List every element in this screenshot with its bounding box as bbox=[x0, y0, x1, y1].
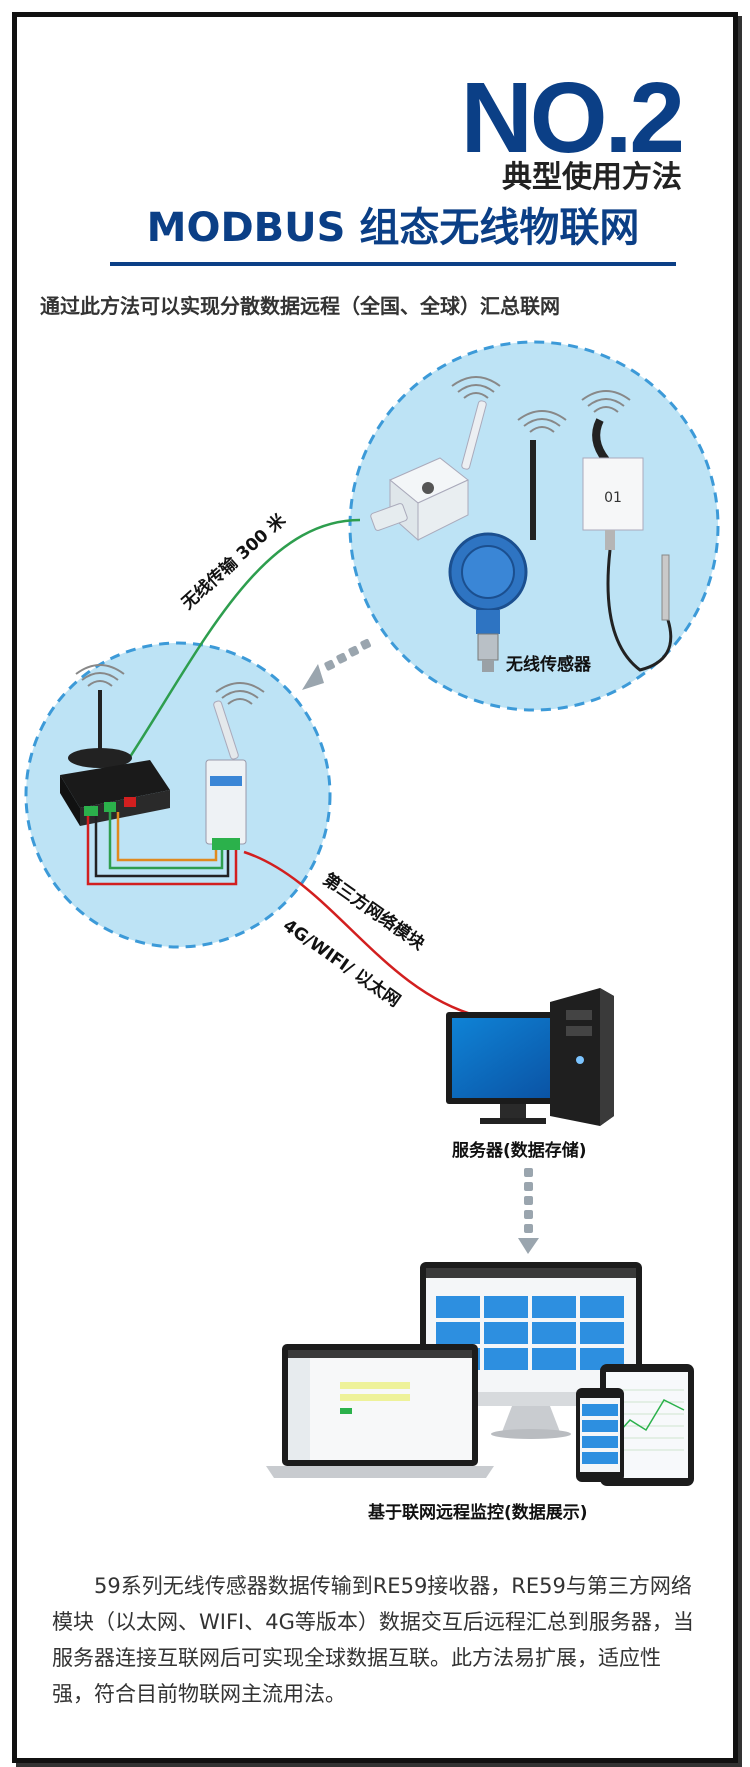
sensor-box-icon: 01 bbox=[582, 418, 673, 672]
pressure-transmitter-icon bbox=[448, 440, 536, 672]
dotted-arrow-icon bbox=[302, 638, 371, 690]
wifi-signal-icon bbox=[581, 390, 631, 413]
laptop-icon bbox=[266, 1344, 494, 1478]
section-number: NO.2 bbox=[460, 62, 685, 174]
description-paragraph: 59系列无线传感器数据传输到RE59接收器，RE59与第三方网络模块（以太网、W… bbox=[52, 1574, 694, 1706]
monitor-label: 基于联网远程监控(数据展示) bbox=[368, 1503, 588, 1523]
rs485-wiring bbox=[86, 812, 238, 886]
sensor-box-text: 01 bbox=[604, 490, 622, 506]
intro-text: 通过此方法可以实现分散数据远程（全国、全球）汇总联网 bbox=[40, 294, 560, 318]
wireless-link-line bbox=[126, 518, 361, 761]
arrow-down-icon bbox=[518, 1168, 539, 1254]
sensors-label: 无线传感器 bbox=[506, 655, 591, 675]
page-title: MODBUS 组态无线物联网 bbox=[146, 205, 640, 251]
wifi-signal-icon bbox=[215, 682, 265, 705]
network-link-line bbox=[243, 850, 479, 1018]
server-label: 服务器(数据存储) bbox=[452, 1141, 587, 1161]
network-module-label: 第三方网络模块 bbox=[319, 869, 429, 955]
server-tower-icon bbox=[550, 988, 614, 1126]
section-subtitle: 典型使用方法 bbox=[502, 160, 682, 195]
wifi-signal-icon bbox=[451, 376, 501, 399]
wifi-signal-icon bbox=[75, 664, 125, 687]
title-underline bbox=[110, 262, 676, 266]
temperature-sensor-icon bbox=[370, 400, 487, 542]
network-module-icon bbox=[205, 700, 247, 850]
wifi-signal-icon bbox=[517, 410, 567, 433]
phone-icon bbox=[576, 1388, 624, 1482]
receiver-box-icon bbox=[60, 690, 170, 826]
